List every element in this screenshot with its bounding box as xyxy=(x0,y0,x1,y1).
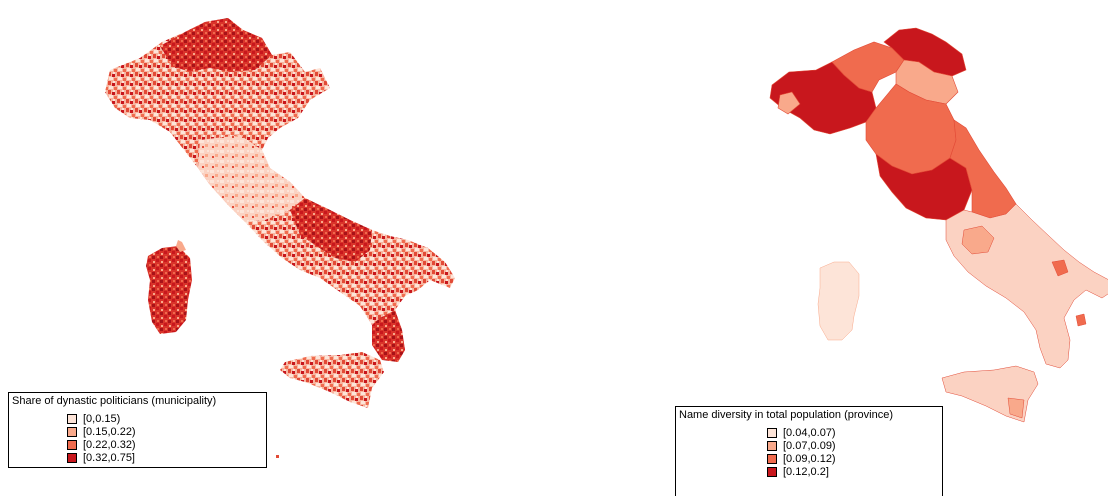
map-name-diversity: Name diversity in total population (prov… xyxy=(554,0,1108,496)
legend-label: [0.32,0.75] xyxy=(83,451,135,464)
legend-title: Share of dynastic politicians (municipal… xyxy=(12,395,217,407)
province-campania xyxy=(961,225,995,255)
legend-swatch xyxy=(67,439,77,450)
legend-items: [0,0.15) [0.15,0.22) [0.22,0.32) [0.32,0… xyxy=(12,408,263,464)
legend-swatch xyxy=(767,453,777,464)
province-puglia-patch xyxy=(1051,259,1069,277)
legend-item: [0.12,0.2] xyxy=(767,465,939,478)
south-dark-region xyxy=(290,198,372,262)
legend-label: [0.09,0.12) xyxy=(783,452,836,465)
legend-item: [0.32,0.75] xyxy=(67,451,263,464)
province-adriatic xyxy=(949,119,1017,219)
province-sardinia xyxy=(817,261,860,341)
province-nw-light xyxy=(777,91,801,115)
sardinia-shape xyxy=(146,246,192,334)
legend-name-diversity: Name diversity in total population (prov… xyxy=(675,406,943,496)
legend-swatch xyxy=(67,413,77,424)
province-center-dark xyxy=(875,153,973,221)
legend-label: [0.12,0.2] xyxy=(783,465,829,478)
legend-label: [0.07,0.09) xyxy=(783,439,836,452)
sicily-shape xyxy=(280,352,384,408)
corsica-shape xyxy=(176,240,186,252)
north-dark-region xyxy=(160,18,272,72)
province-salento-patch xyxy=(1075,313,1087,327)
legend-item: [0.15,0.22) xyxy=(67,425,263,438)
italy-municipality-map xyxy=(105,18,455,458)
small-island xyxy=(276,455,279,458)
legend-label: [0.22,0.32) xyxy=(83,438,136,451)
calabria-region xyxy=(372,310,405,362)
central-light-region xyxy=(198,135,305,222)
legend-item: [0.22,0.32) xyxy=(67,438,263,451)
legend-swatch xyxy=(767,427,777,438)
legend-items: [0.04,0.07) [0.07,0.09) [0.09,0.12) [0.1… xyxy=(679,422,939,478)
legend-dynastic-politicians: Share of dynastic politicians (municipal… xyxy=(8,392,267,468)
legend-swatch xyxy=(767,466,777,477)
legend-item: [0.09,0.12) xyxy=(767,452,939,465)
legend-label: [0,0.15) xyxy=(83,412,121,425)
legend-item: [0,0.15) xyxy=(67,412,263,425)
legend-label: [0.15,0.22) xyxy=(83,425,136,438)
legend-label: [0.04,0.07) xyxy=(783,426,836,439)
italy-province-map xyxy=(769,27,1108,423)
legend-swatch xyxy=(67,452,77,463)
province-sicily-patch xyxy=(1007,397,1025,419)
legend-item: [0.04,0.07) xyxy=(767,426,939,439)
map-dynastic-politicians: Share of dynastic politicians (municipal… xyxy=(0,0,554,487)
legend-title: Name diversity in total population (prov… xyxy=(679,409,893,421)
legend-item: [0.07,0.09) xyxy=(767,439,939,452)
legend-swatch xyxy=(767,440,777,451)
province-sicily xyxy=(941,365,1039,423)
legend-swatch xyxy=(67,426,77,437)
